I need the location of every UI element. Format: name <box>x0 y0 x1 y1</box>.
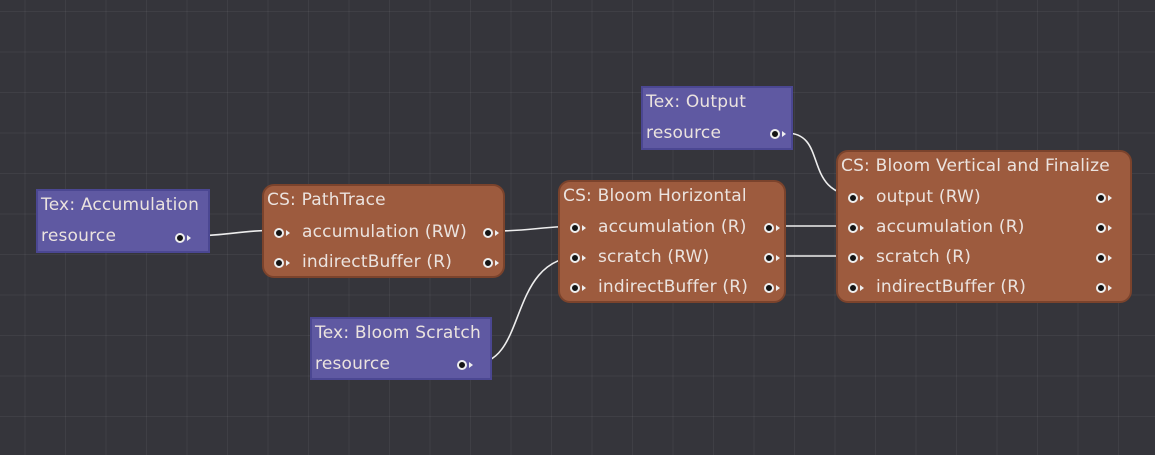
resource-node-output[interactable]: Tex: Output resource <box>641 86 793 150</box>
pin-row: scratch (RW) <box>560 245 784 275</box>
pin-row: accumulation (R) <box>560 215 784 245</box>
output-pin-icon[interactable] <box>483 227 499 239</box>
resource-label: resource <box>646 123 722 143</box>
resource-label: resource <box>41 226 117 246</box>
pin-row: indirectBuffer (R) <box>560 275 784 305</box>
compute-node-bloom-horizontal[interactable]: CS: Bloom Horizontal accumulation (R) sc… <box>558 180 786 303</box>
input-pin-icon[interactable] <box>848 222 864 234</box>
pin-row: output (RW) <box>838 185 1130 215</box>
input-pin-icon[interactable] <box>570 282 586 294</box>
input-pin-icon[interactable] <box>570 252 586 264</box>
input-pin-icon[interactable] <box>274 227 290 239</box>
input-pin-icon[interactable] <box>848 282 864 294</box>
node-title: Tex: Output <box>646 92 747 112</box>
output-pin-icon[interactable] <box>764 222 780 234</box>
pin-label: scratch (RW) <box>598 247 710 267</box>
pin-row: accumulation (RW) <box>264 220 503 250</box>
input-pin-icon[interactable] <box>848 192 864 204</box>
output-pin-icon[interactable] <box>764 282 780 294</box>
node-title: CS: Bloom Horizontal <box>563 186 747 206</box>
resource-node-bloom-scratch[interactable]: Tex: Bloom Scratch resource <box>310 317 492 380</box>
output-pin-icon[interactable] <box>1096 282 1112 294</box>
output-pin-icon[interactable] <box>457 359 473 371</box>
output-pin-icon[interactable] <box>483 257 499 269</box>
compute-node-pathtrace[interactable]: CS: PathTrace accumulation (RW) indirect… <box>262 184 505 278</box>
resource-node-accumulation[interactable]: Tex: Accumulation resource <box>36 189 210 253</box>
input-pin-icon[interactable] <box>570 222 586 234</box>
pin-label: output (RW) <box>876 187 981 207</box>
input-pin-icon[interactable] <box>274 257 290 269</box>
pin-label: indirectBuffer (R) <box>302 252 453 272</box>
pin-label: indirectBuffer (R) <box>876 277 1027 297</box>
pin-label: indirectBuffer (R) <box>598 277 749 297</box>
pin-row: scratch (R) <box>838 245 1130 275</box>
output-pin-icon[interactable] <box>1096 192 1112 204</box>
resource-label: resource <box>315 354 391 374</box>
pin-label: scratch (R) <box>876 247 972 267</box>
pin-label: accumulation (RW) <box>302 222 467 242</box>
node-title: CS: PathTrace <box>267 190 386 210</box>
output-pin-icon[interactable] <box>764 252 780 264</box>
input-pin-icon[interactable] <box>848 252 864 264</box>
pin-row: indirectBuffer (R) <box>838 275 1130 305</box>
node-title: Tex: Bloom Scratch <box>315 323 481 343</box>
node-title: CS: Bloom Vertical and Finalize <box>841 156 1110 176</box>
pin-label: accumulation (R) <box>876 217 1025 237</box>
pin-label: accumulation (R) <box>598 217 747 237</box>
output-pin-icon[interactable] <box>770 128 786 140</box>
output-pin-icon[interactable] <box>1096 222 1112 234</box>
pin-row: indirectBuffer (R) <box>264 250 503 280</box>
compute-node-bloom-vertical-finalize[interactable]: CS: Bloom Vertical and Finalize output (… <box>836 150 1132 303</box>
node-title: Tex: Accumulation <box>41 195 200 215</box>
output-pin-icon[interactable] <box>1096 252 1112 264</box>
output-pin-icon[interactable] <box>175 232 191 244</box>
pin-row: accumulation (R) <box>838 215 1130 245</box>
